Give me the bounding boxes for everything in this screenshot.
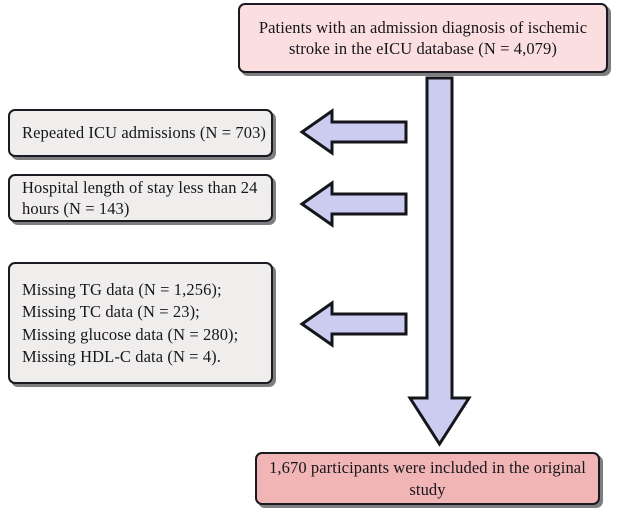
exclusion-arrow-1: [299, 108, 408, 156]
source-cohort-box: Patients with an admission diagnosis of …: [238, 3, 608, 73]
exclusion-3-line-4: Missing HDL-C data (N = 4).: [22, 347, 221, 367]
final-cohort-line-1: 1,670 participants were included in the: [269, 458, 530, 478]
exclusion-3-line-2: Missing TC data (N = 23);: [22, 302, 200, 322]
final-cohort-text: 1,670 participants were included in the …: [257, 457, 598, 499]
exclusion-box-short-length-of-stay: Hospital length of stay less than 24 hou…: [8, 174, 273, 222]
source-cohort-line-2: stroke in the eICU database (N = 4,079): [289, 39, 557, 58]
exclusion-1-line-1: Repeated ICU admissions (N = 703): [22, 123, 267, 143]
exclusion-3-text: Missing TG data (N = 1,256); Missing TC …: [10, 277, 271, 369]
exclusion-2-line-2: hours (N = 143): [22, 199, 130, 218]
exclusion-2-line-1: Hospital length of stay less than 24: [22, 177, 258, 197]
exclusion-box-missing-data: Missing TG data (N = 1,256); Missing TC …: [8, 262, 273, 384]
source-cohort-text: Patients with an admission diagnosis of …: [240, 17, 606, 59]
exclusion-arrow-3: [299, 300, 408, 348]
final-cohort-box: 1,670 participants were included in the …: [255, 452, 600, 505]
exclusion-arrow-2: [299, 180, 408, 228]
exclusion-box-repeated-icu-admissions: Repeated ICU admissions (N = 703): [8, 109, 273, 157]
main-flow-arrow: [404, 76, 476, 452]
final-cohort-line-2: original study: [409, 458, 586, 499]
exclusion-3-line-1: Missing TG data (N = 1,256);: [22, 279, 222, 299]
exclusion-1-text: Repeated ICU admissions (N = 703): [10, 122, 271, 143]
source-cohort-line-1: Patients with an admission diagnosis of …: [258, 17, 588, 37]
exclusion-3-line-3: Missing glucose data (N = 280);: [22, 324, 239, 344]
exclusion-2-text: Hospital length of stay less than 24 hou…: [10, 177, 271, 219]
